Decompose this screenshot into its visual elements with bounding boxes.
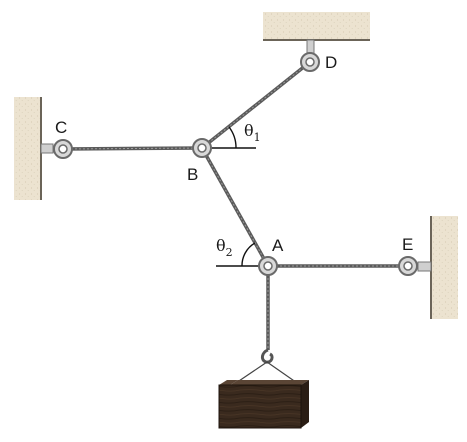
label-point-c: C (55, 118, 67, 137)
bracket-d (306, 39, 315, 55)
label-point-d: D (325, 53, 337, 72)
label-point-a: A (272, 236, 284, 255)
cable-ab (200, 147, 270, 267)
bracket-c (40, 143, 54, 154)
theta2-arc (241, 242, 256, 267)
cable-bc (62, 146, 203, 151)
label-point-b: B (187, 165, 198, 184)
weight-block (218, 380, 309, 429)
ring-d (300, 52, 320, 72)
support-wall-e (430, 216, 458, 319)
support-ceiling-d (263, 12, 370, 41)
bracket-e (417, 261, 432, 272)
ring-c (53, 139, 73, 159)
ring-e (398, 256, 418, 276)
ring-a (258, 256, 278, 276)
label-theta2: θ2 (216, 236, 233, 259)
ring-b (192, 138, 212, 158)
label-point-e: E (402, 235, 413, 254)
label-theta1: θ1 (244, 121, 261, 144)
theta1-arc (228, 126, 237, 149)
hook (260, 348, 274, 364)
support-wall-c (14, 97, 42, 200)
cable-bd (200, 60, 312, 150)
